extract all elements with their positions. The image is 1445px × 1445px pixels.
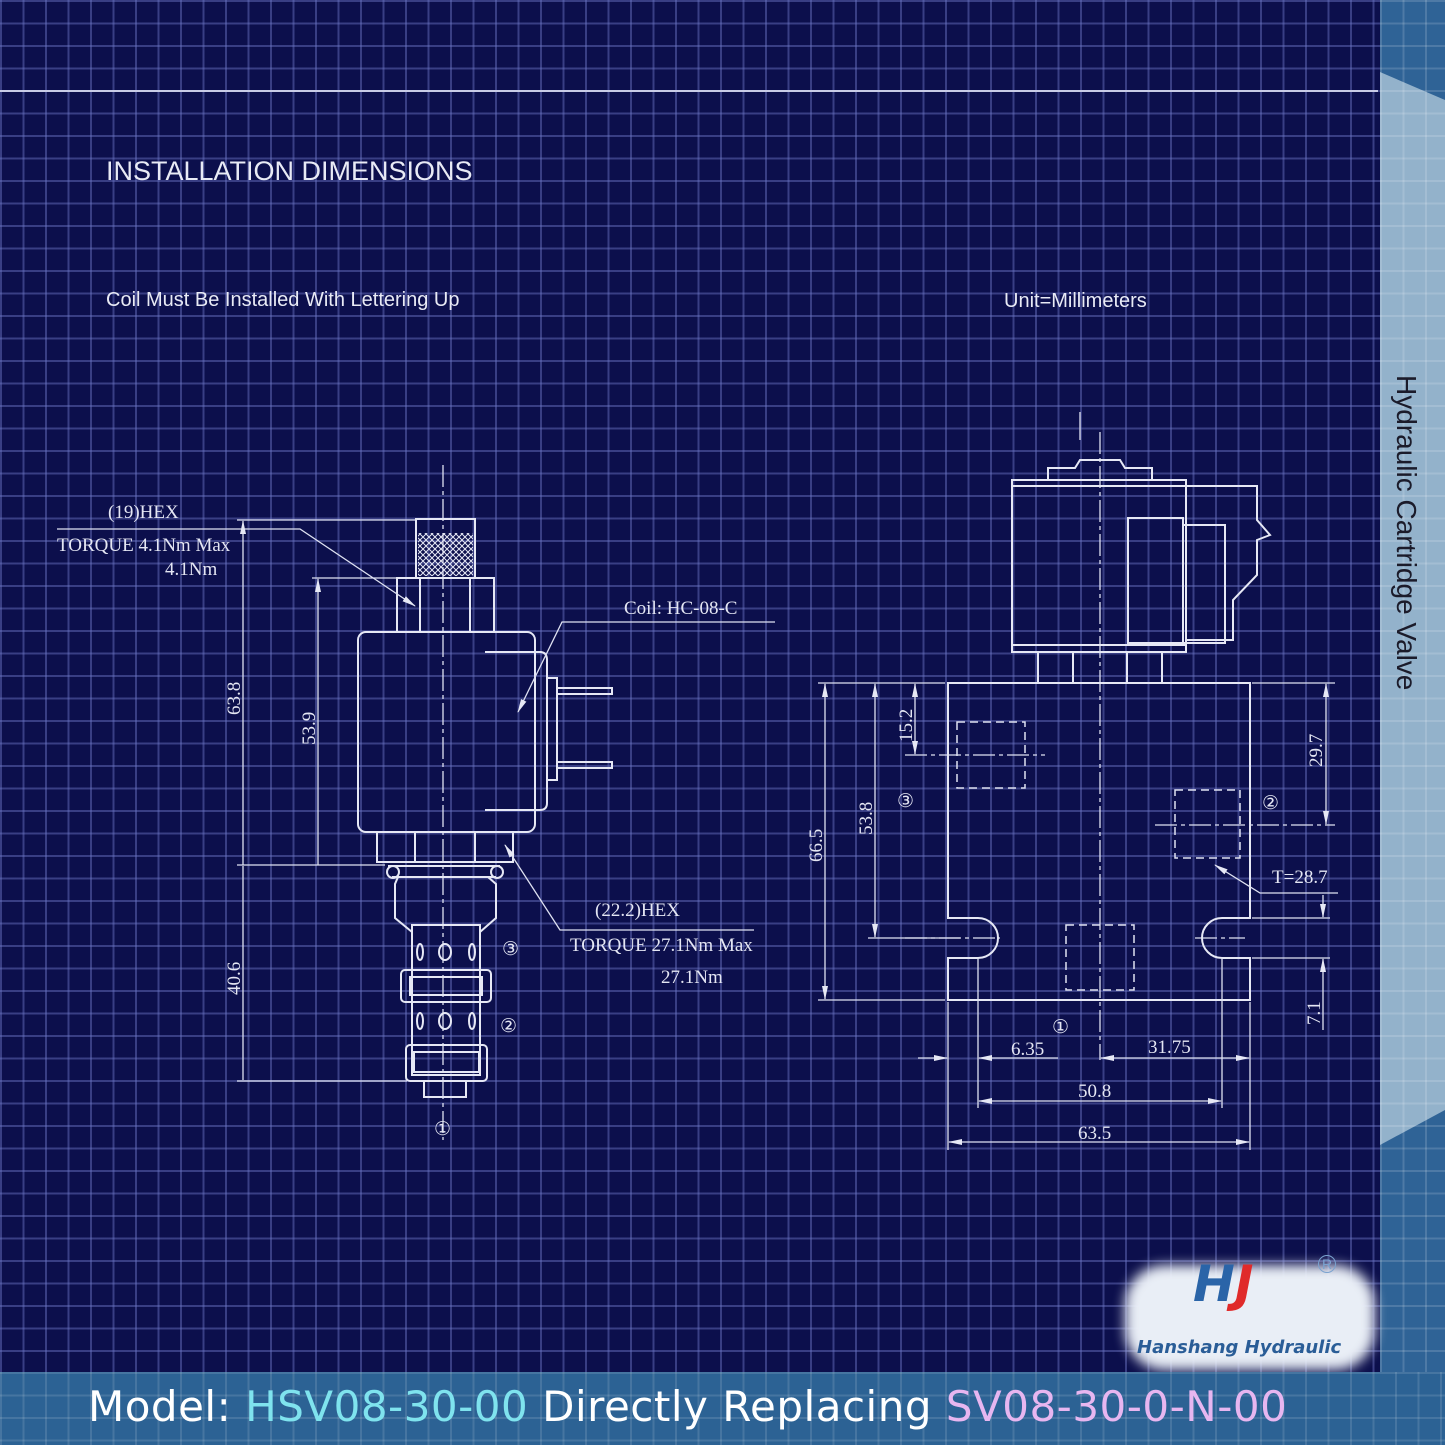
coil-pins	[557, 687, 613, 769]
coil-label: Coil: HC-08-C	[624, 598, 737, 619]
logo-background	[1125, 1265, 1375, 1370]
model-label: Model:	[88, 1382, 232, 1431]
port-2-label: ②	[1262, 793, 1279, 814]
valve-front-view: ③ ② ① 66.5 53.8 15.2 29.7 T=28.7 7.1 6.3…	[806, 412, 1338, 1150]
port-3-label: ③	[897, 791, 914, 812]
dim-6-35: 6.35	[1011, 1039, 1044, 1060]
dim-29-7: 29.7	[1306, 734, 1327, 767]
side-banner-grid	[1380, 0, 1445, 1372]
bottom-hex-nut	[376, 831, 514, 863]
dim-53-8: 53.8	[856, 802, 877, 835]
dim-7-1: 7.1	[1304, 1001, 1325, 1025]
leader-top-hex	[57, 528, 416, 607]
page-title: INSTALLATION DIMENSIONS	[106, 156, 473, 186]
top-nut	[1047, 459, 1153, 480]
coil-connector	[485, 651, 548, 811]
port-2-label: ②	[500, 1016, 517, 1037]
registered-icon: R	[1318, 1255, 1336, 1273]
torque-top-value: 4.1Nm	[165, 559, 217, 580]
port-1-cavity	[1065, 924, 1135, 991]
replaced-model: SV08-30-0-N-00	[945, 1382, 1288, 1431]
side-banner-highlight	[1380, 72, 1445, 1145]
replacing-label: Directly Replacing	[542, 1382, 932, 1431]
install-note: Coil Must Be Installed With Lettering Up	[106, 289, 460, 311]
brand-logo: HJ R Hanshang Hydraulic	[1125, 1255, 1375, 1370]
port-3-label: ③	[502, 939, 519, 960]
dim-t-28-7: T=28.7	[1272, 867, 1328, 888]
dim-50-8: 50.8	[1078, 1081, 1111, 1102]
leader-bottom-hex	[504, 844, 754, 931]
dim-40-6: 40.6	[224, 962, 245, 995]
port-1-label: ①	[434, 1119, 451, 1140]
dim-63-5: 63.5	[1078, 1123, 1111, 1144]
model-number: HSV08-30-00	[245, 1382, 529, 1431]
coil-body	[357, 631, 536, 833]
cartridge-tip	[423, 1080, 467, 1098]
torque-bottom-label: TORQUE 27.1Nm Max	[570, 935, 753, 956]
model-line: Model: HSV08-30-00 Directly Replacing SV…	[88, 1382, 1287, 1431]
dim-66-5: 66.5	[806, 829, 827, 862]
hex-bottom-label: (22.2)HEX	[595, 900, 680, 921]
hex-top-label: (19)HEX	[108, 502, 179, 523]
torque-bottom-value: 27.1Nm	[661, 967, 723, 988]
port-2-cavity	[1174, 789, 1241, 859]
unit-note: Unit=Millimeters	[1004, 290, 1147, 312]
leader-coil	[517, 621, 775, 713]
torque-top-label: TORQUE 4.1Nm Max	[57, 535, 231, 556]
connector-front	[1186, 485, 1272, 641]
blueprint-grid	[0, 0, 1380, 1372]
logo-mark: HJ	[1193, 1255, 1254, 1313]
dim-63-8: 63.8	[224, 682, 245, 715]
coil-front	[1011, 479, 1187, 653]
logo-name: Hanshang Hydraulic	[1137, 1337, 1342, 1358]
footer-bar	[0, 1372, 1445, 1445]
seal-ring-1	[400, 969, 492, 1003]
cartridge-stem	[411, 924, 481, 1076]
side-banner	[1380, 0, 1445, 1372]
valve-side-view: ③ ② ① 63.8 53.9 40.6 (19)HEX TORQUE 4.1N…	[57, 465, 775, 1140]
dim-53-9: 53.9	[299, 712, 320, 745]
top-hex-nut	[396, 577, 495, 633]
manifold-block	[947, 682, 1251, 1001]
side-title: Hydraulic Cartridge Valve	[1391, 375, 1422, 691]
port-1-label: ①	[1052, 1017, 1069, 1038]
dim-15-2: 15.2	[896, 709, 917, 742]
dim-31-75: 31.75	[1148, 1037, 1191, 1058]
